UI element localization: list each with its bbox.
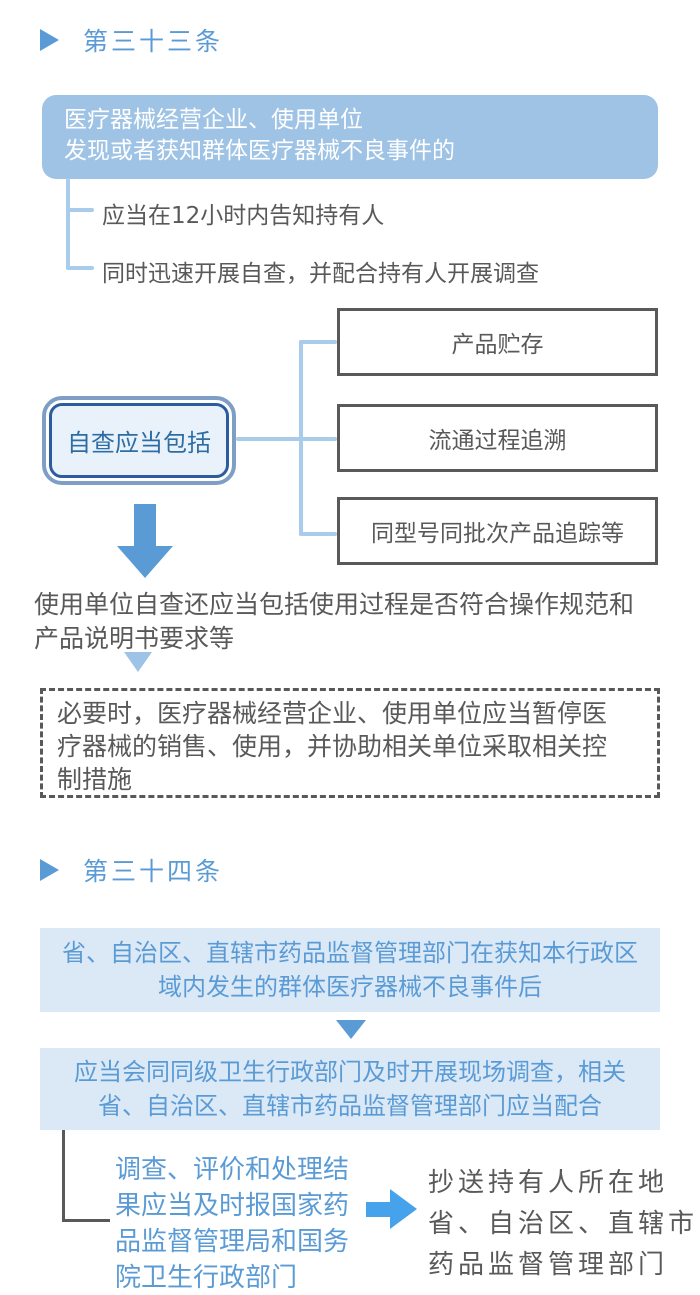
step2-line-1: 应当会同同级卫生行政部门及时开展现场调查，相关 [74, 1058, 626, 1086]
branch-tree-vertical-line [66, 178, 70, 270]
report-connector-vertical [62, 1130, 65, 1222]
caution-line-3: 制措施 [57, 765, 133, 794]
report-line-1: 调查、评价和处理结 [115, 1155, 350, 1185]
usage-note-line-2: 产品说明书要求等 [34, 624, 235, 653]
step2-line-2: 省、自治区、直辖市药品监督管理部门应当配合 [98, 1092, 602, 1120]
article34-title: 第三十四条 [83, 857, 224, 886]
caution-line-1: 必要时，医疗器械经营企业、使用单位应当暂停医 [57, 699, 608, 728]
check-item-box-2: 流通过程追溯 [337, 404, 658, 472]
article34-header: 第三十四条 [40, 852, 223, 888]
branch-tree-stub-1 [66, 208, 94, 212]
right-arrow-head-icon [390, 1189, 417, 1229]
check-item-box-1: 产品贮存 [337, 308, 658, 376]
copy-line-2: 省、自治区、直辖市 [428, 1209, 699, 1239]
selfcheck-connector-stub-top [299, 340, 337, 344]
intro-line-1: 医疗器械经营企业、使用单位 [64, 107, 363, 133]
right-arrow-icon [366, 1202, 390, 1217]
copy-line-3: 药品监督管理部门 [428, 1250, 669, 1280]
big-down-arrow-icon [134, 504, 156, 547]
article33-intro-box: 医疗器械经营企业、使用单位 发现或者获知群体医疗器械不良事件的 [42, 95, 658, 179]
self-check-box: 自查应当包括 [42, 396, 236, 485]
report-connector-horizontal [62, 1219, 110, 1222]
report-line-4: 院卫生行政部门 [115, 1263, 298, 1293]
step-down-triangle-icon [336, 1020, 366, 1039]
intro-line-2: 发现或者获知群体医疗器械不良事件的 [64, 138, 455, 164]
article33-title: 第三十三条 [83, 27, 224, 56]
caution-dashed-box: 必要时，医疗器械经营企业、使用单位应当暂停医 疗器械的销售、使用，并协助相关单位… [40, 688, 660, 798]
caution-line-2: 疗器械的销售、使用，并协助相关单位采取相关控 [57, 732, 608, 761]
branch-text-1: 应当在12小时内告知持有人 [102, 203, 385, 229]
step1-line-2: 域内发生的群体医疗器械不良事件后 [158, 973, 542, 1001]
usage-note-line-1: 使用单位自查还应当包括使用过程是否符合操作规范和 [34, 590, 635, 619]
selfcheck-connector-horizontal [236, 437, 337, 441]
selfcheck-connector-stub-bottom [299, 532, 337, 536]
branch-tree-stub-2 [66, 266, 94, 270]
article34-step1-box: 省、自治区、直辖市药品监督管理部门在获知本行政区 域内发生的群体医疗器械不良事件… [40, 928, 660, 1012]
triangle-right-icon [40, 859, 59, 881]
article33-header: 第三十三条 [40, 22, 223, 58]
check-item-box-3: 同型号同批次产品追踪等 [337, 497, 658, 565]
selfcheck-connector-spine [299, 340, 303, 536]
self-check-label: 自查应当包括 [49, 403, 229, 478]
report-line-3: 品监督管理局和国务 [115, 1227, 350, 1257]
step1-line-1: 省、自治区、直辖市药品监督管理部门在获知本行政区 [62, 939, 638, 967]
copy-to-text: 抄送持有人所在地 省、自治区、直辖市 药品监督管理部门 [428, 1163, 698, 1286]
copy-line-1: 抄送持有人所在地 [428, 1168, 669, 1198]
article34-step2-box: 应当会同同级卫生行政部门及时开展现场调查，相关 省、自治区、直辖市药品监督管理部… [40, 1048, 660, 1130]
small-down-triangle-icon [124, 652, 152, 672]
report-line-2: 果应当及时报国家药 [115, 1191, 350, 1221]
triangle-right-icon [40, 29, 59, 51]
usage-note: 使用单位自查还应当包括使用过程是否符合操作规范和 产品说明书要求等 [34, 588, 634, 656]
report-text: 调查、评价和处理结 果应当及时报国家药 品监督管理局和国务 院卫生行政部门 [115, 1152, 349, 1295]
branch-text-2: 同时迅速开展自查，并配合持有人开展调查 [102, 261, 539, 287]
big-down-arrow-head-icon [117, 546, 173, 578]
